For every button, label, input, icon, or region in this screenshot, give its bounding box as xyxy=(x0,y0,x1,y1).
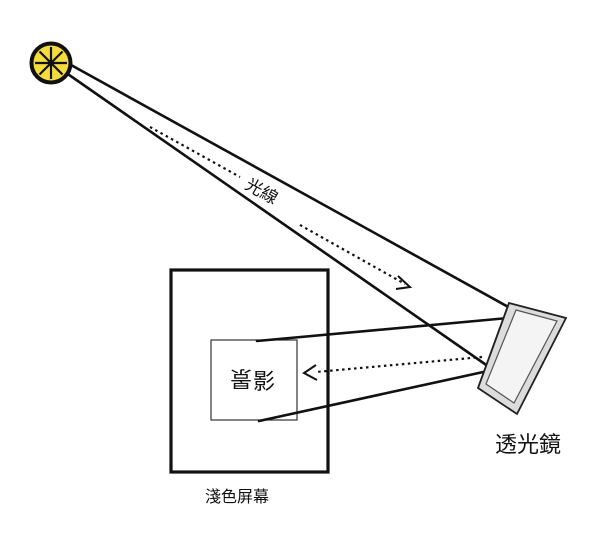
refracted-lower-ray xyxy=(257,367,499,423)
refracted-upper-ray xyxy=(255,316,510,343)
lens xyxy=(476,301,568,416)
incident-beam xyxy=(60,58,514,371)
light-ray-label: 光線 xyxy=(242,175,281,209)
image-direction-arrow xyxy=(302,355,483,381)
projected-image-panel xyxy=(210,339,298,421)
inverted-glyph-icon: 景 xyxy=(230,365,252,390)
projected-image: 景 影 xyxy=(230,365,275,395)
sun-icon xyxy=(29,41,73,85)
beam-upper-ray xyxy=(60,58,514,311)
screen-label: 淺色屏幕 xyxy=(205,487,269,506)
lens-label: 透光鏡 xyxy=(495,433,561,458)
image-label: 影 xyxy=(253,370,275,395)
refracted-beam xyxy=(255,316,510,423)
svg-text:景: 景 xyxy=(230,365,252,390)
incident-direction-arrow xyxy=(149,126,413,290)
beam-lower-ray xyxy=(60,68,494,371)
